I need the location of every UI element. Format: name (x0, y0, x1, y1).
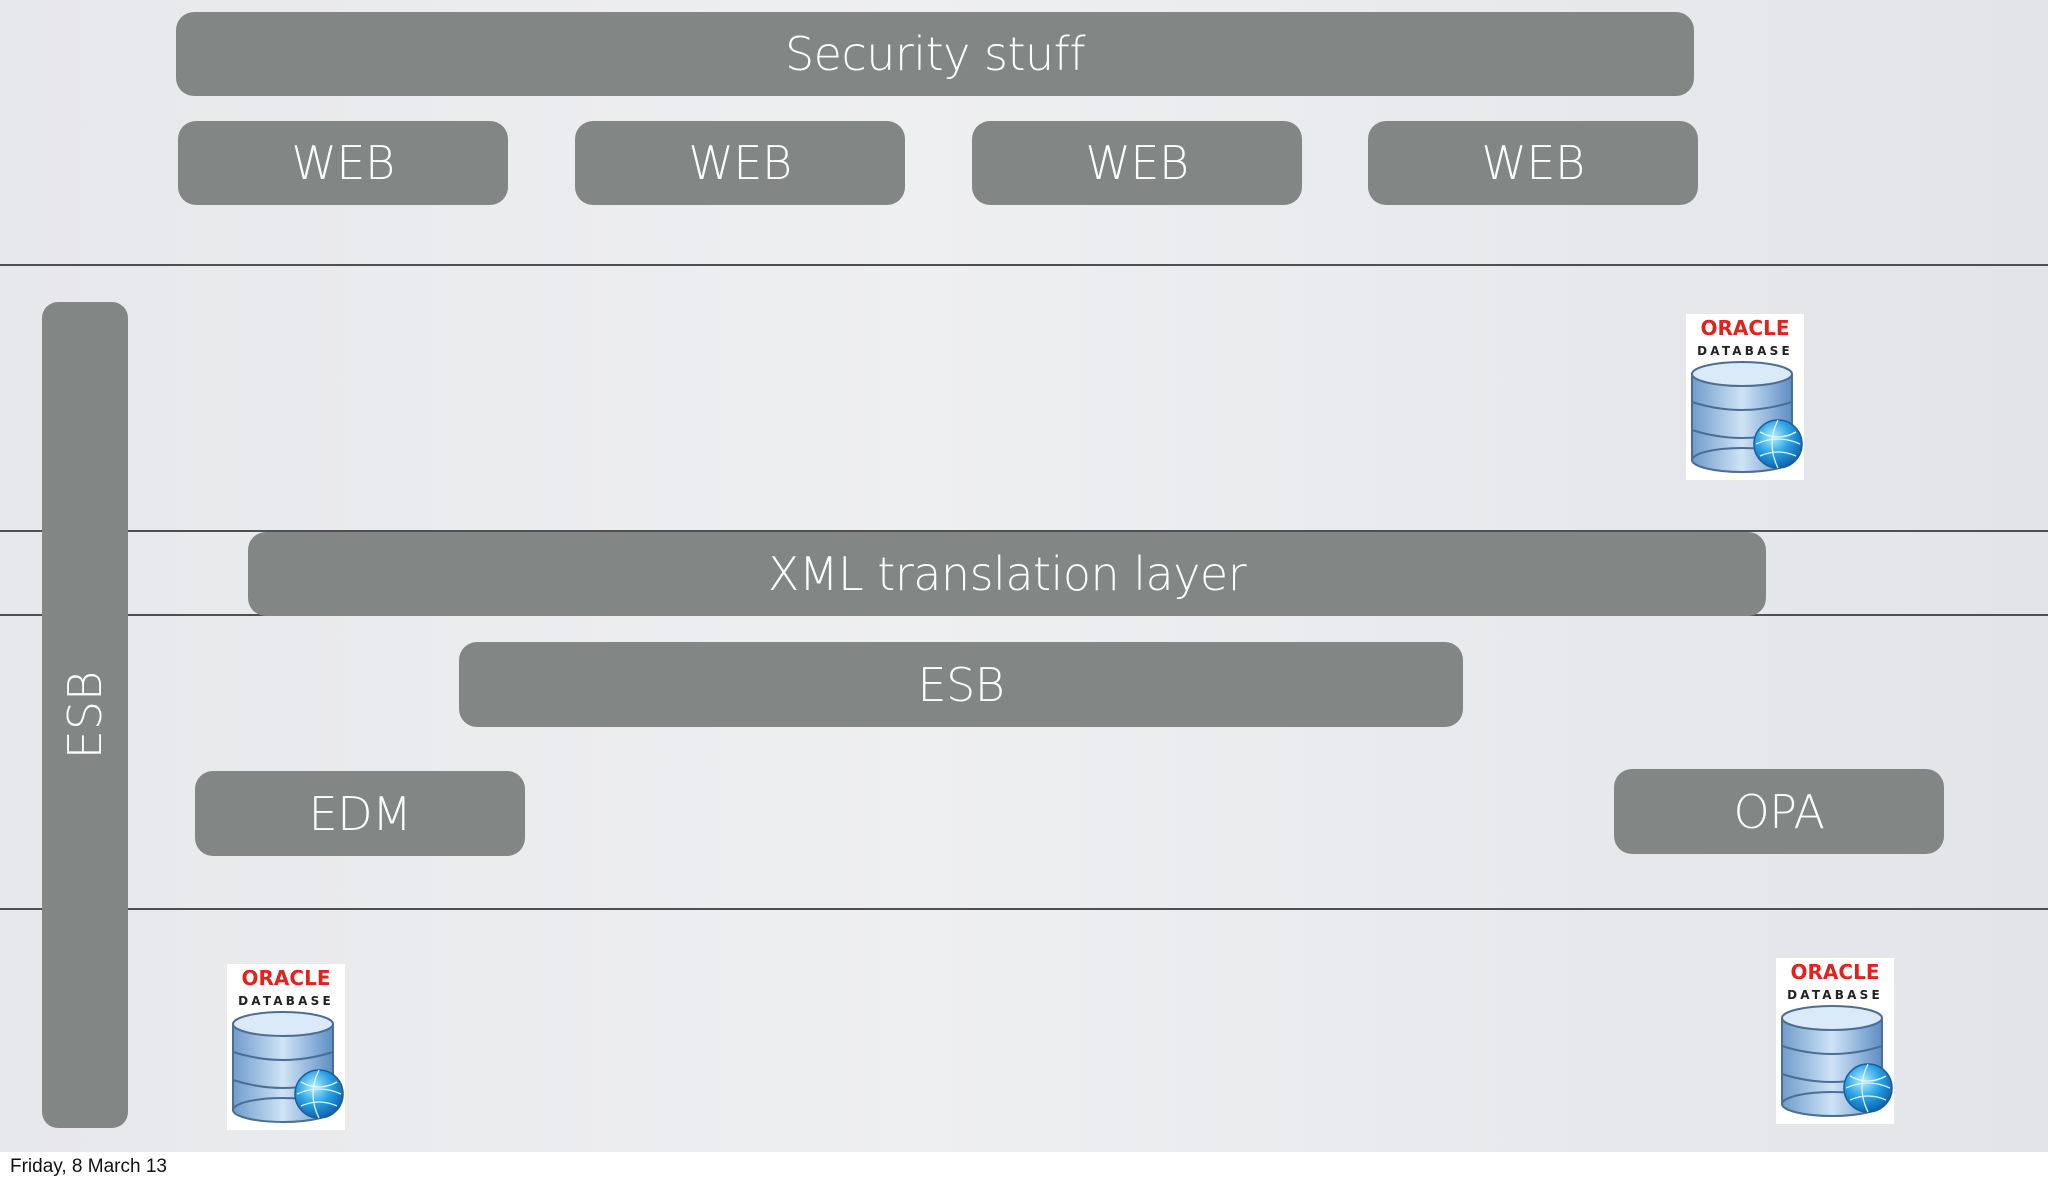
oracle-brand-text: ORACLE (241, 966, 331, 990)
oracle-database-logo: ORACLE DATABASE (227, 964, 345, 1130)
web-label: WEB (1085, 136, 1189, 190)
esb-vertical-label: ESB (58, 670, 112, 760)
edm-label: EDM (308, 786, 412, 841)
esb-box: ESB (459, 642, 1463, 727)
security-box: Security stuff (176, 12, 1694, 96)
footer-date: Friday, 8 March 13 (10, 1156, 167, 1177)
web-box: WEB (575, 121, 905, 205)
oracle-database-logo: ORACLE DATABASE (1686, 314, 1804, 480)
database-icon (1691, 361, 1803, 473)
web-label: WEB (688, 136, 792, 190)
oracle-database-logo: ORACLE DATABASE (1776, 958, 1894, 1124)
esb-vertical-bar (42, 302, 128, 1128)
oracle-brand-text: ORACLE (1700, 316, 1790, 340)
oracle-product-text: DATABASE (1787, 988, 1883, 1002)
security-label: Security stuff (784, 27, 1086, 81)
opa-label: OPA (1733, 784, 1825, 839)
opa-box: OPA (1614, 769, 1944, 854)
oracle-brand-text: ORACLE (1790, 960, 1880, 984)
esb-label: ESB (917, 657, 1005, 712)
database-icon (232, 1011, 344, 1123)
slide: Security stuff WEB WEB WEB WEB ESB XML t… (0, 0, 2048, 1152)
oracle-product-text: DATABASE (238, 994, 334, 1008)
database-icon (1781, 1005, 1893, 1117)
xml-translation-layer-label: XML translation layer (767, 547, 1247, 601)
web-box: WEB (1368, 121, 1698, 205)
oracle-product-text: DATABASE (1697, 344, 1793, 358)
edm-box: EDM (195, 771, 525, 856)
xml-translation-layer-box: XML translation layer (248, 532, 1766, 616)
divider-line (0, 908, 2048, 910)
divider-line (0, 264, 2048, 266)
web-label: WEB (1481, 136, 1585, 190)
web-label: WEB (291, 136, 395, 190)
web-box: WEB (178, 121, 508, 205)
web-box: WEB (972, 121, 1302, 205)
divider-line (0, 530, 2048, 532)
